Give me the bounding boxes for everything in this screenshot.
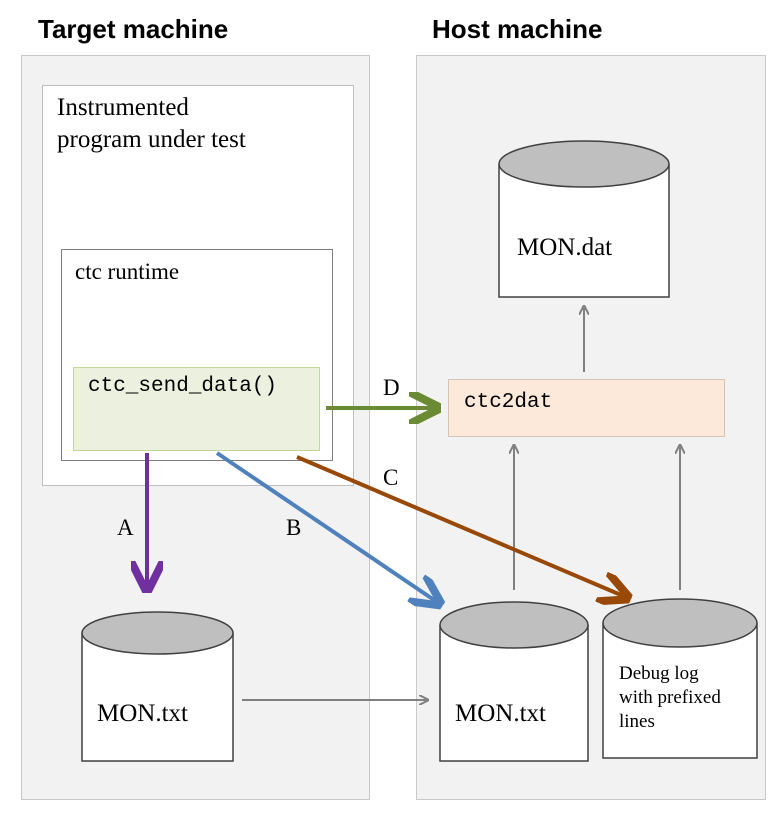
arrow-path-c — [296, 455, 628, 598]
host-machine-heading: Host machine — [432, 14, 603, 44]
mon-dat-label: MON.dat — [517, 234, 613, 261]
ctc2dat-label: ctc2dat — [464, 391, 553, 414]
mon-dat-cylinder — [498, 140, 670, 298]
path-d-label: D — [383, 375, 400, 400]
target-mon-txt-cylinder — [81, 611, 234, 762]
program-label-line1: Instrumented — [57, 94, 189, 121]
ctc-send-data-label: ctc_send_data() — [88, 375, 278, 398]
program-label-line2: program under test — [57, 126, 246, 153]
target-mon-txt-label: MON.txt — [97, 700, 188, 727]
arrow-path-b — [215, 451, 440, 604]
host-mon-txt-cylinder — [439, 601, 589, 762]
ctc-runtime-label: ctc runtime — [75, 259, 180, 284]
debug-log-label-line1: Debug log — [619, 663, 699, 684]
debug-log-label-line3: lines — [619, 711, 655, 732]
path-c-label: C — [383, 465, 399, 490]
host-mon-txt-label: MON.txt — [455, 700, 546, 727]
target-machine-heading: Target machine — [38, 14, 229, 44]
ctc2dat-box — [448, 379, 725, 437]
ctc-send-data-box — [73, 367, 320, 451]
debug-log-label-line2: with prefixed — [619, 687, 721, 708]
path-b-label: B — [286, 515, 302, 540]
debug-log-cylinder — [602, 598, 758, 759]
path-a-label: A — [117, 515, 134, 540]
